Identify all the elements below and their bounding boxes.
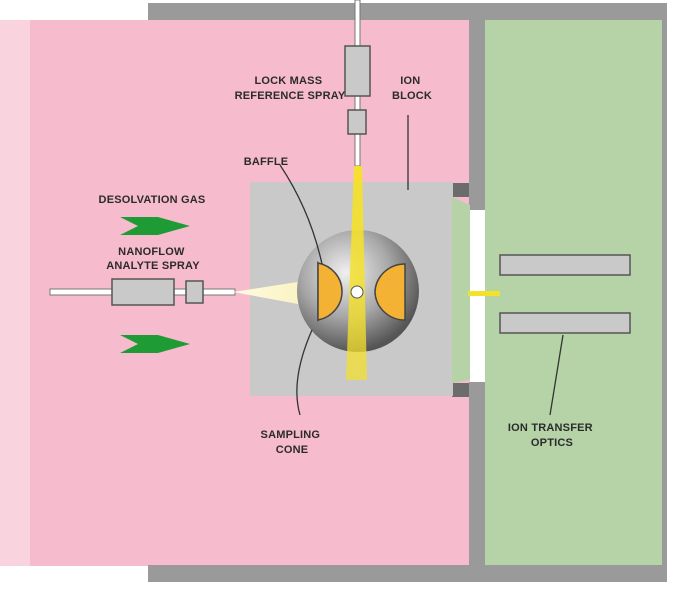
desolvation-gas-arrow-lower bbox=[120, 335, 190, 353]
lock-mass-fitting-nut bbox=[347, 109, 367, 135]
ion-beam bbox=[468, 291, 500, 296]
aperture-opening bbox=[452, 197, 470, 383]
baffle-left-body bbox=[317, 262, 343, 321]
top-wall bbox=[148, 3, 665, 20]
sampling-orifice bbox=[350, 285, 364, 299]
nanoflow-label: NANOFLOW ANALYTE SPRAY bbox=[106, 246, 200, 272]
ion-block-label: ION BLOCK bbox=[392, 75, 432, 102]
ion-transfer-optics-leader-line bbox=[549, 334, 564, 416]
wall-step-lower bbox=[452, 383, 469, 397]
divider-wall-lower bbox=[469, 382, 485, 566]
wall-step-upper bbox=[452, 183, 469, 197]
analyte-fitting-nut bbox=[185, 280, 204, 304]
sampling-cone-leader-line bbox=[296, 329, 313, 416]
ion-transfer-optics-label: ION TRANSFER OPTICS bbox=[508, 422, 596, 449]
sampling-cone-label: SAMPLING CONE bbox=[261, 429, 324, 456]
bottom-wall bbox=[148, 565, 665, 582]
ion-transfer-plate-lower bbox=[499, 312, 631, 334]
lock-mass-label: LOCK MASS REFERENCE SPRAY bbox=[235, 75, 346, 102]
ion-transfer-plate-upper bbox=[499, 254, 631, 276]
lock-mass-fitting-body bbox=[344, 45, 371, 97]
source-region-fade bbox=[0, 20, 30, 566]
baffle-leader-line bbox=[279, 164, 323, 265]
vacuum-region bbox=[485, 20, 662, 566]
lock-mass-spray-plume bbox=[346, 166, 367, 380]
divider-wall-upper bbox=[469, 20, 485, 210]
baffle-label: BAFFLE bbox=[244, 156, 289, 168]
right-wall bbox=[662, 3, 667, 582]
baffle-right bbox=[374, 263, 406, 321]
analyte-fitting-body bbox=[111, 278, 175, 306]
desolvation-gas-label: DESOLVATION GAS bbox=[99, 194, 206, 206]
desolvation-gas-arrow-upper bbox=[120, 217, 190, 235]
